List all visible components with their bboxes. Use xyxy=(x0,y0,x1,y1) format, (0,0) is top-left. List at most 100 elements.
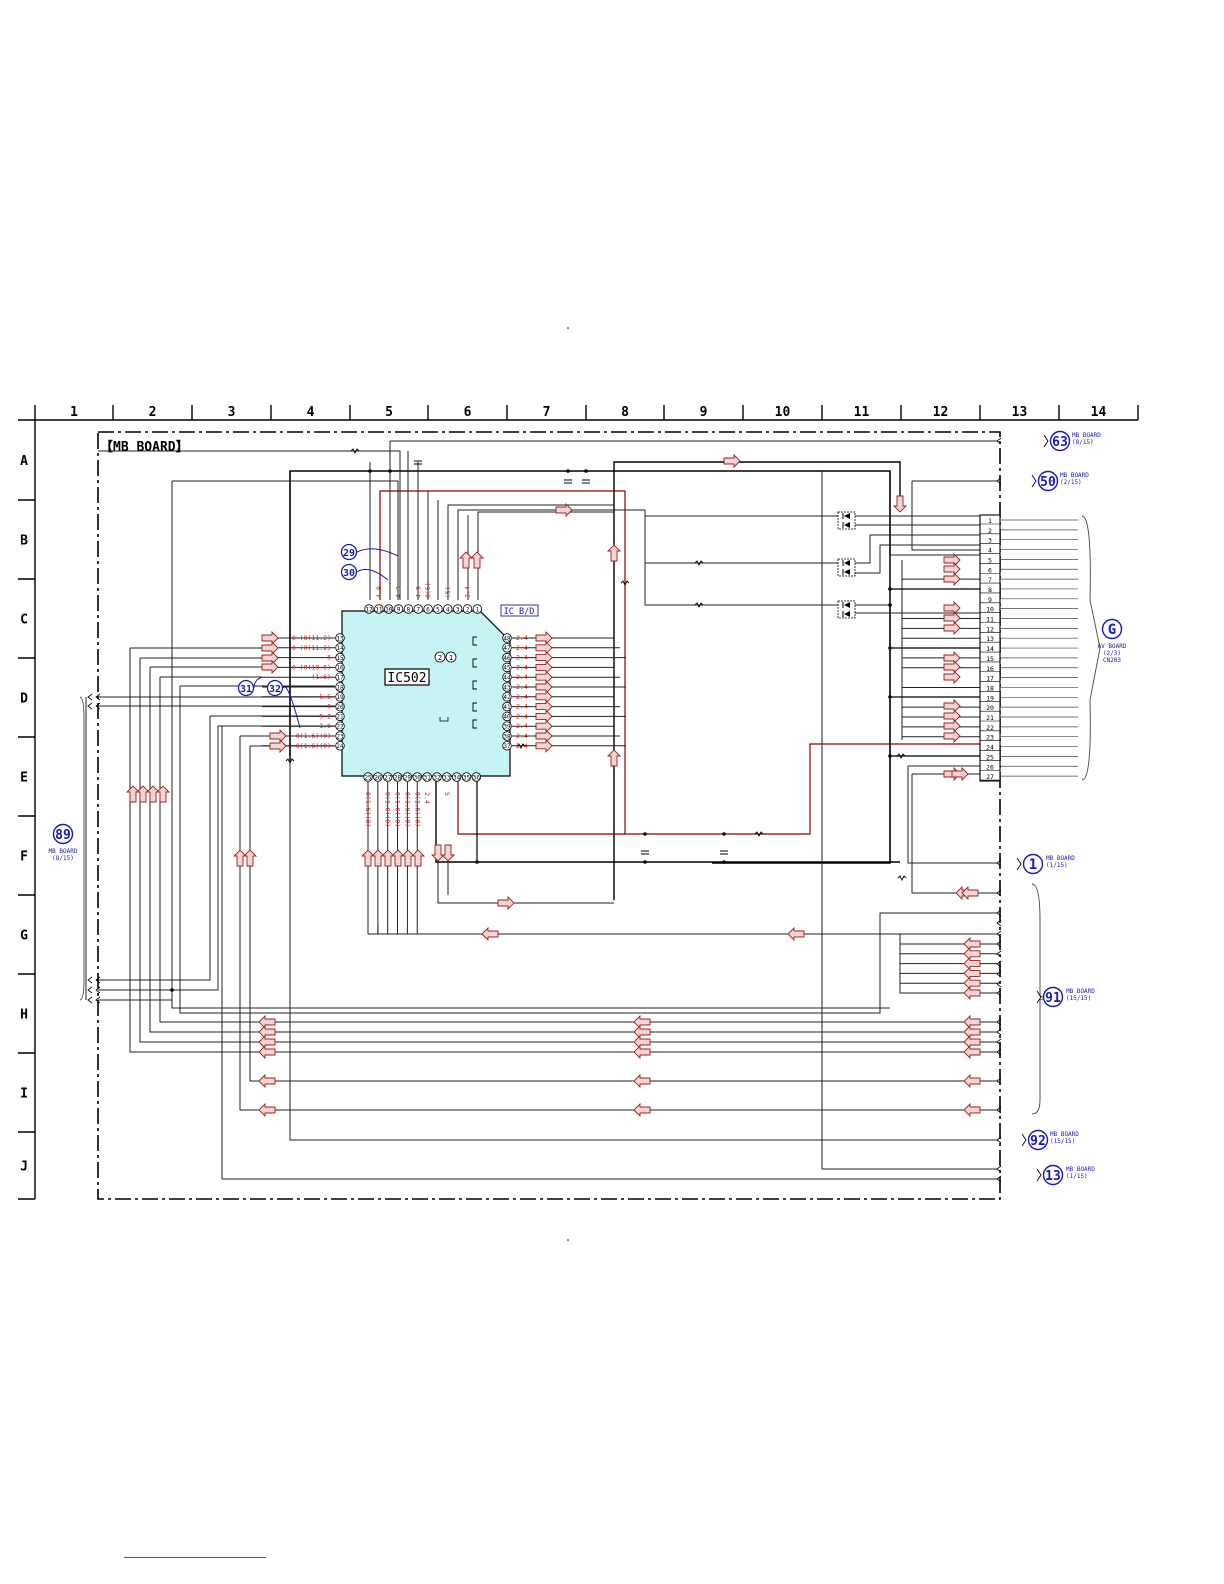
signal-arrow xyxy=(497,895,515,911)
ic-pin-number: 29 xyxy=(404,774,412,781)
voltage-bottom: 0(1.6)(0) xyxy=(394,792,402,827)
connector-pin-number: 10 xyxy=(986,606,994,614)
signal-arrows xyxy=(79,437,1048,1183)
ic-pin xyxy=(374,604,384,614)
board-ref-chevron xyxy=(1031,474,1037,488)
ic-pin xyxy=(373,772,383,782)
signal-arrow xyxy=(606,544,622,562)
ic-pin-number: 37 xyxy=(503,743,511,750)
signal-arrow xyxy=(633,1044,651,1060)
signal-arrow xyxy=(943,561,961,577)
ic-pin-number: 15 xyxy=(336,655,344,662)
row-label: D xyxy=(20,692,28,707)
junction-dot xyxy=(888,646,892,650)
connector-pin-number: 26 xyxy=(986,763,994,771)
port-chevron xyxy=(87,986,93,994)
callout-circle xyxy=(266,679,284,697)
connector-pin-number: 16 xyxy=(986,665,994,673)
ic-pin xyxy=(335,731,345,741)
column-label: 13 xyxy=(1012,405,1028,420)
port-chevron xyxy=(996,1048,1002,1056)
ic-pin-number: 7 xyxy=(416,606,420,613)
port-chevron xyxy=(95,693,101,701)
board-ref-text: (2/15) xyxy=(1060,479,1082,486)
wire xyxy=(221,726,998,1180)
voltage-left: 0 (0(10.6) xyxy=(292,663,331,671)
diode-symbol xyxy=(844,611,850,617)
callout-circle xyxy=(237,679,255,697)
connector-pin-number: 24 xyxy=(986,744,994,752)
board-ref-text: MB BOARD xyxy=(1072,432,1101,439)
voltage-left: 5 xyxy=(327,654,331,662)
diode-symbol xyxy=(844,569,850,575)
voltage-right: 2.4 xyxy=(516,693,528,701)
port-chevron xyxy=(95,996,101,1004)
port-chevron xyxy=(87,976,93,984)
port-chevron xyxy=(996,980,1002,988)
board-ref-text: (8/15) xyxy=(1072,439,1094,446)
port-chevron xyxy=(996,1165,1002,1173)
ic-pin xyxy=(433,604,443,614)
signal-arrow xyxy=(943,650,961,666)
ic-pin xyxy=(335,652,345,663)
ic-pin-number: 30 xyxy=(414,774,422,781)
ic-pin-number: 46 xyxy=(503,655,511,662)
signal-arrow xyxy=(458,551,474,569)
junction-dot xyxy=(368,469,372,473)
signal-arrow xyxy=(155,785,171,803)
ic-pin-number: 28 xyxy=(394,774,402,781)
signal-arrow xyxy=(430,844,446,862)
column-label: 1 xyxy=(70,405,78,420)
signal-arrow xyxy=(963,1024,981,1040)
voltage-top: 4.9 xyxy=(375,586,383,598)
connector-pin-number: 19 xyxy=(986,694,994,702)
resistor xyxy=(896,753,906,760)
connector-cn203: 1234567891011121314151617181920212223242… xyxy=(979,514,1101,782)
ic-pin xyxy=(471,772,482,782)
ic-internal-mark xyxy=(472,658,477,668)
board-ref-text: (8/15) xyxy=(52,855,74,862)
voltage-right: 2.4 xyxy=(516,683,528,691)
ic-pin-number: 5 xyxy=(436,606,440,613)
port-chevron xyxy=(996,940,1002,948)
port-brace xyxy=(79,696,85,1001)
wire xyxy=(179,686,998,1014)
connector-pin-number: 11 xyxy=(986,616,994,624)
ic-pin xyxy=(335,741,345,751)
ic-pin-number: 45 xyxy=(503,665,511,672)
board-ref-id: 92 xyxy=(1030,1134,1046,1149)
port-chevron xyxy=(996,477,1002,485)
connector-pin-number: 6 xyxy=(988,566,992,574)
ic-pin-number: 36 xyxy=(473,774,481,781)
signal-arrow xyxy=(963,966,981,981)
signal-arrow xyxy=(723,453,741,469)
connector-pin-number: 22 xyxy=(986,724,994,732)
junction-dot xyxy=(475,860,479,864)
port-chevron xyxy=(996,1038,1002,1046)
column-label: 10 xyxy=(775,405,791,420)
signal-arrow xyxy=(535,709,553,724)
voltage-left: 0(1.6)(0) xyxy=(296,732,331,740)
signal-arrow xyxy=(943,571,961,587)
callout-leader xyxy=(356,568,389,581)
ic-pin-number: 16 xyxy=(336,665,344,672)
signal-arrow xyxy=(535,689,553,704)
signal-arrow xyxy=(633,1102,651,1118)
ic-pin-number: 12 xyxy=(365,606,373,613)
connector-pin-number: 25 xyxy=(986,753,994,761)
column-label: 8 xyxy=(621,405,629,420)
supply-wire xyxy=(289,470,891,864)
row-label: C xyxy=(20,613,28,628)
wire xyxy=(907,766,998,864)
voltage-bottom: 5 xyxy=(443,792,451,796)
signal-arrow xyxy=(135,785,151,803)
board-title: 【MB BOARD】 xyxy=(100,439,189,455)
ic-pin xyxy=(472,604,483,614)
signal-arrow xyxy=(125,785,141,803)
connector-pin-number: 23 xyxy=(986,734,994,742)
signal-arrow xyxy=(633,1014,651,1030)
connector-pin-number: 5 xyxy=(988,556,992,564)
resistor xyxy=(285,758,295,765)
connector-pin-number: 9 xyxy=(988,596,992,604)
voltage-right: 2.4 xyxy=(516,673,528,681)
